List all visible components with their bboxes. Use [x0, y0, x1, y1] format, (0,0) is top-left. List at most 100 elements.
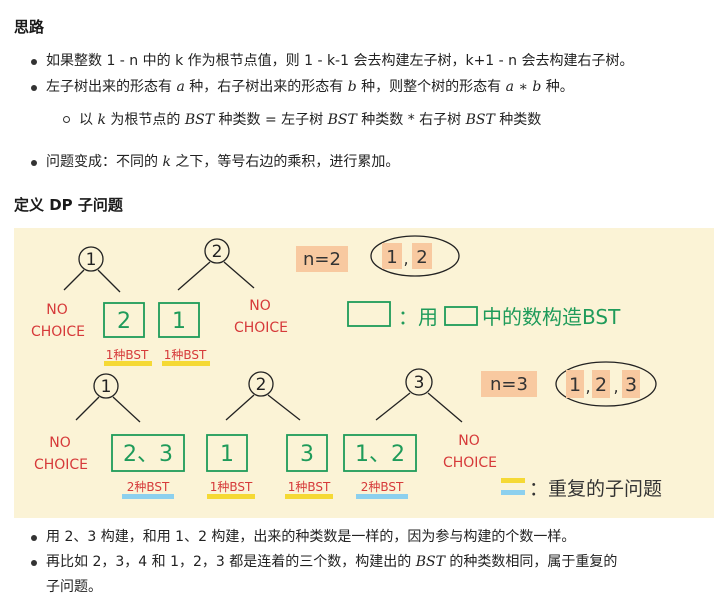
root-circle	[405, 368, 433, 396]
set-item-bg	[412, 243, 432, 269]
bullet-dot	[31, 59, 37, 65]
legend-box-inline	[444, 306, 478, 326]
diagram-svg: 1 2 1 2 3 NO CHOICE NO CHOICE NO CHOICE …	[31, 235, 662, 500]
n3-label: n=3	[490, 374, 528, 395]
bullet-consecutive-cont: 子问题。	[46, 579, 102, 595]
n-label-bg	[296, 246, 348, 272]
legend-swatch-blue	[501, 490, 525, 495]
set-item: 1	[386, 247, 397, 268]
math-k: k	[162, 154, 171, 170]
text: 左子树出来的形态有	[46, 79, 177, 95]
set-item-bg	[592, 370, 610, 398]
set-sep: ,	[585, 377, 590, 396]
set-item: 2	[595, 374, 607, 396]
root-label: 1	[101, 377, 112, 397]
set-item: 1	[569, 374, 581, 396]
set-item: 2	[416, 247, 427, 268]
bullet-same-count: 用 2、3 构建，和用 1、2 构建，出来的种类数是一样的，因为参与构建的个数一…	[46, 529, 576, 545]
bullet-shapes: 左子树出来的形态有 a 种，右子树出来的形态有 b 种，则整个树的形态有 a ∗…	[46, 77, 574, 97]
n-label-bg	[481, 371, 537, 397]
box-value: 2、3	[123, 442, 173, 467]
set-sep: ,	[613, 377, 618, 396]
bst-count-caption: 1种BST	[210, 480, 253, 494]
root-label: 3	[414, 373, 425, 393]
subtree-box	[286, 434, 328, 472]
math-bst: BST	[184, 112, 215, 128]
bullet-problem: 问题变成：不同的 k 之下，等号右边的乘积，进行累加。	[46, 152, 399, 172]
root-label: 2	[256, 375, 267, 395]
box-value: 3	[300, 442, 314, 467]
text: 种类数 = 左子树	[214, 112, 328, 128]
box-value: 1、2	[355, 442, 405, 467]
subtree-box	[103, 302, 145, 338]
no-choice-choice: CHOICE	[31, 324, 85, 340]
text: 再比如 2，3，4 和 1，2，3 都是连着的三个数，构建出的	[46, 554, 416, 570]
no-choice-no: NO	[458, 433, 480, 449]
highlight-blue	[122, 494, 174, 499]
subtree-box	[111, 434, 185, 472]
bst-count-caption: 1种BST	[288, 480, 331, 494]
set-item: 3	[625, 374, 637, 396]
root-circle	[204, 238, 230, 264]
highlight-yellow	[104, 361, 152, 366]
no-choice-choice: CHOICE	[234, 320, 288, 336]
root-label: 1	[86, 250, 97, 270]
bst-count-caption: 1种BST	[164, 348, 207, 362]
no-choice-no: NO	[49, 435, 71, 451]
bullet-root-k: 如果整数 1 - n 中的 k 作为根节点值，则 1 - k-1 会去构建左子树…	[46, 53, 634, 69]
subtree-box	[206, 434, 248, 472]
highlight-blue	[356, 494, 408, 499]
subtree-box	[158, 302, 200, 338]
bst-count-caption: 2种BST	[361, 480, 404, 494]
box-value: 1	[172, 309, 186, 334]
highlight-yellow	[285, 494, 333, 499]
subtree-box	[343, 434, 417, 472]
root-label: 2	[212, 242, 223, 262]
set-ellipse	[555, 361, 657, 407]
bst-count-caption: 2种BST	[127, 480, 170, 494]
bst-diagram: 1 2 1 2 3 NO CHOICE NO CHOICE NO CHOICE …	[14, 228, 714, 518]
text: 的种类数相同，属于重复的	[444, 554, 618, 570]
text: 种，则整个树的形态有	[356, 79, 506, 95]
set-item-bg	[566, 370, 584, 398]
no-choice-choice: CHOICE	[443, 455, 497, 471]
legend-box-text: ：用	[398, 305, 438, 329]
text: 种类数 * 右子树	[356, 112, 466, 128]
root-circle	[248, 371, 274, 397]
bullet-consecutive: 再比如 2，3，4 和 1，2，3 都是连着的三个数，构建出的 BST 的种类数…	[46, 552, 617, 572]
text: 之下，等号右边的乘积，进行累加。	[170, 154, 400, 170]
set-ellipse	[370, 235, 460, 277]
highlight-yellow	[162, 361, 210, 366]
legend-dup-text: ：重复的子问题	[529, 478, 662, 500]
math-ab: a ∗ b	[505, 79, 542, 95]
legend-box	[347, 301, 391, 327]
math-k: k	[97, 112, 106, 128]
text: 以	[79, 112, 98, 128]
bst-count-caption: 1种BST	[106, 348, 149, 362]
root-circle	[78, 246, 104, 272]
section-title-thinking: 思路	[14, 18, 45, 36]
bullet-dot	[31, 535, 37, 541]
highlight-yellow	[207, 494, 255, 499]
legend-box-text2: 中的数构造BST	[482, 305, 621, 329]
bullet-dot	[31, 85, 37, 91]
no-choice-no: NO	[46, 302, 68, 318]
set-item-bg	[382, 243, 402, 269]
sub-bullet-formula: 以 k 为根节点的 BST 种类数 = 左子树 BST 种类数 * 右子树 BS…	[79, 110, 541, 130]
root-circle	[93, 373, 119, 399]
legend-swatch-yellow	[501, 478, 525, 483]
no-choice-no: NO	[249, 298, 271, 314]
box-value: 1	[220, 442, 234, 467]
no-choice-choice: CHOICE	[34, 457, 88, 473]
text: 问题变成：不同的	[46, 154, 163, 170]
box-value: 2	[117, 309, 131, 334]
math-b: b	[347, 79, 357, 95]
text: 种类数	[494, 112, 542, 128]
set-sep: ,	[403, 249, 408, 268]
math-bst: BST	[465, 112, 495, 128]
text: 种。	[541, 79, 574, 95]
n2-label: n=2	[303, 249, 341, 270]
text: 种，右子树出来的形态有	[184, 79, 348, 95]
text: 为根节点的	[105, 112, 185, 128]
bullet-dot	[31, 160, 37, 166]
